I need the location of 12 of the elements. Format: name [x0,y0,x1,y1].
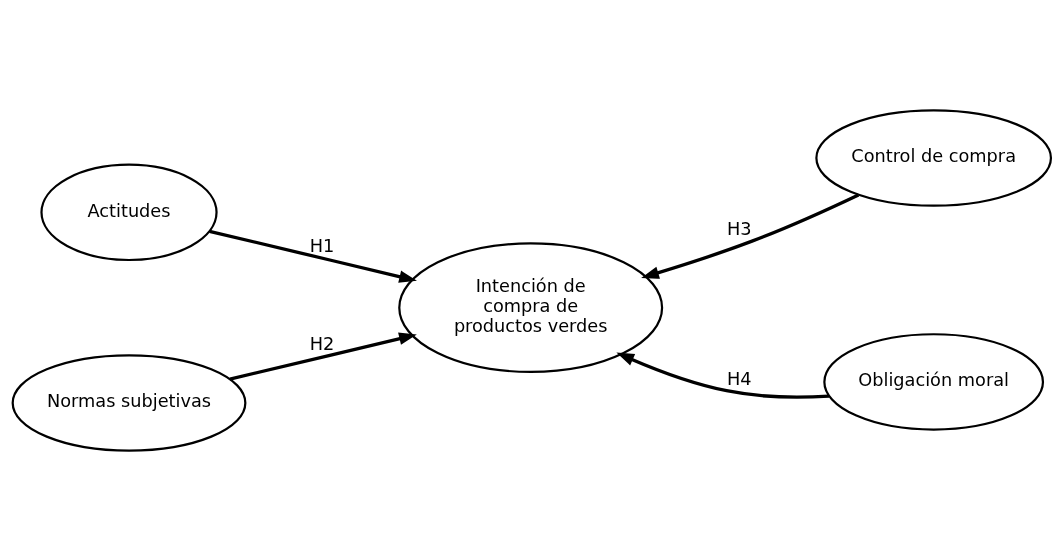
arrow [616,352,830,399]
arrow [229,332,417,381]
edge-label: H4 [727,368,752,389]
edge-label: H1 [309,235,335,256]
node-ellipse: Normas subjetivas [11,353,247,452]
node-ellipse: Obligación moral [823,332,1045,431]
node-ellipse: Control de compra [815,108,1053,207]
arrow [209,229,417,283]
arrow [641,193,860,279]
edge-label: H3 [727,218,752,239]
edge-label: H2 [309,333,335,354]
node-ellipse: Actitudes [40,163,218,261]
